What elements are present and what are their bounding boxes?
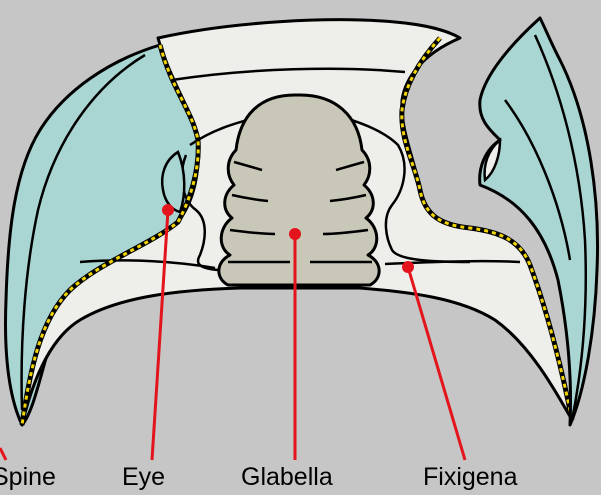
label-eye: Eye <box>122 465 165 490</box>
eye-pointer-dot <box>162 204 174 216</box>
spine-pointer-line <box>0 448 6 460</box>
label-glabella: Glabella <box>241 465 333 490</box>
glabella <box>219 95 379 285</box>
fixigena-pointer-dot <box>402 261 414 273</box>
label-fixigena: Fixigena <box>423 465 518 490</box>
glabella-pointer-dot <box>289 228 301 240</box>
label-spine: Spine <box>0 465 56 490</box>
